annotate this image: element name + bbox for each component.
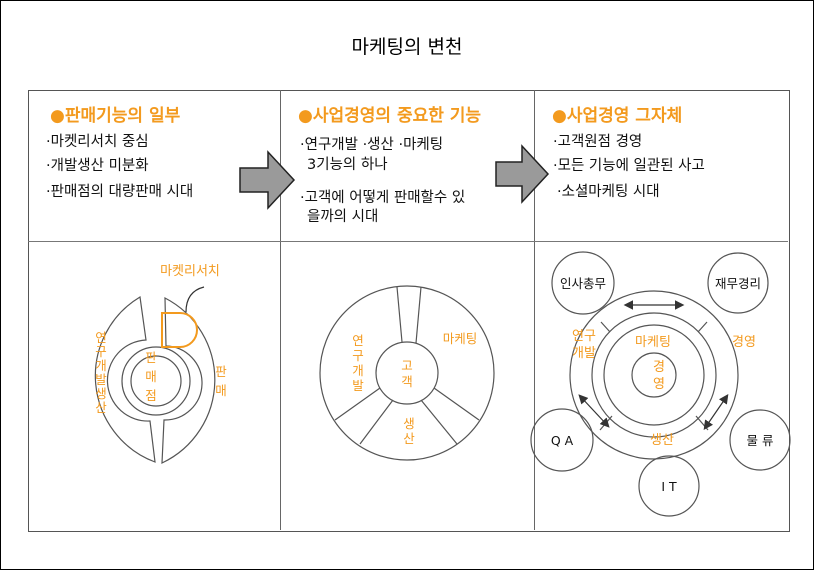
hr-node [551, 251, 615, 315]
hr-label: 인사총무 [560, 276, 606, 291]
center-ring [375, 341, 439, 405]
center-label: 점 [145, 388, 157, 403]
panel-1-bullet: ·마켓리서치 중심 [46, 134, 149, 150]
transition-arrow-icon [495, 144, 550, 204]
rnd-segment [94, 296, 156, 463]
logistics-node [729, 409, 791, 471]
panel-2-bullet: ·연구개발 ·생산 ·마케팅 [300, 137, 444, 153]
rnd-label: 발 [352, 378, 364, 393]
it-label: I T [661, 479, 677, 494]
center-label: 영 [653, 377, 665, 392]
transition-arrow-icon [239, 150, 296, 210]
logistics-label: 물 류 [747, 433, 774, 448]
rnd-label: 연 [95, 330, 107, 345]
center-label: 판 [145, 350, 157, 365]
panel-3-bullet: ·고객원점 경영 [553, 134, 643, 150]
rnd-label: 개 [352, 363, 364, 378]
center-label: 매 [145, 369, 157, 384]
qa-label: Q A [551, 433, 574, 448]
panel-1-heading: ●판매기능의 일부 [50, 106, 181, 126]
sales-label: 매 [215, 383, 227, 398]
panel-1-bullet: ·개발생산 미분화 [46, 158, 149, 174]
diagram-1 [94, 286, 216, 464]
center-ring [121, 346, 191, 416]
sales-label: 판 [215, 364, 227, 379]
page-title: 마케팅의 변천 [351, 36, 463, 58]
panel-2-bullet: 3기능의 하나 [307, 157, 388, 173]
rnd-label: 생 [95, 386, 107, 401]
column-divider-2 [534, 90, 535, 530]
sales-segment [161, 297, 216, 464]
production-label: 생 [403, 416, 415, 431]
column-divider-1 [280, 90, 281, 530]
marketing-label: 마케팅 [443, 331, 478, 346]
row-divider [28, 241, 788, 242]
rnd-label: 개 [95, 358, 107, 373]
rnd-label: 구 [352, 348, 364, 363]
management-label: 경영 [732, 335, 756, 350]
panel-grid [28, 90, 790, 532]
market-research-label: 마켓리서치 [160, 264, 220, 279]
outer-ring [569, 290, 739, 460]
panel-3-heading: ●사업경영 그자체 [552, 106, 683, 126]
panel-2-bullet: 을까의 시대 [307, 209, 379, 225]
rnd-label: 산 [95, 400, 107, 415]
market-research-shape [161, 312, 198, 348]
outer-ring [319, 285, 495, 461]
rnd-label: 연구 [572, 329, 596, 344]
rnd-label: 연 [352, 333, 364, 348]
panel-2-bullet: ·고객에 어떻게 판매할수 있 [300, 190, 466, 206]
marketing-label: 마케팅 [635, 335, 671, 350]
rnd-label: 발 [95, 372, 107, 387]
panel-2-heading: ●사업경영의 중요한 기능 [298, 106, 482, 126]
center-label: 고 [401, 358, 413, 373]
double-arrow-icon [703, 394, 729, 430]
production-label: 생산 [650, 433, 674, 448]
finance-node [707, 252, 769, 314]
qa-node [530, 408, 594, 472]
center-ring [631, 352, 677, 398]
double-arrow-icon [578, 394, 610, 428]
rnd-label: 구 [95, 344, 107, 359]
center-label: 객 [401, 374, 413, 389]
panel-3-bullet: ·소셜마케팅 시대 [557, 184, 660, 200]
production-label: 산 [403, 431, 415, 446]
panel-3-bullet: ·모든 기능에 일관된 사고 [553, 158, 705, 174]
finance-label: 재무경리 [715, 276, 761, 291]
center-label: 경 [653, 360, 665, 375]
diagram-3 [530, 251, 791, 517]
panel-1-bullet: ·판매점의 대량판매 시대 [46, 184, 194, 200]
diagram-2 [319, 285, 495, 461]
rnd-label: 개발 [572, 346, 596, 361]
it-node [638, 455, 700, 517]
